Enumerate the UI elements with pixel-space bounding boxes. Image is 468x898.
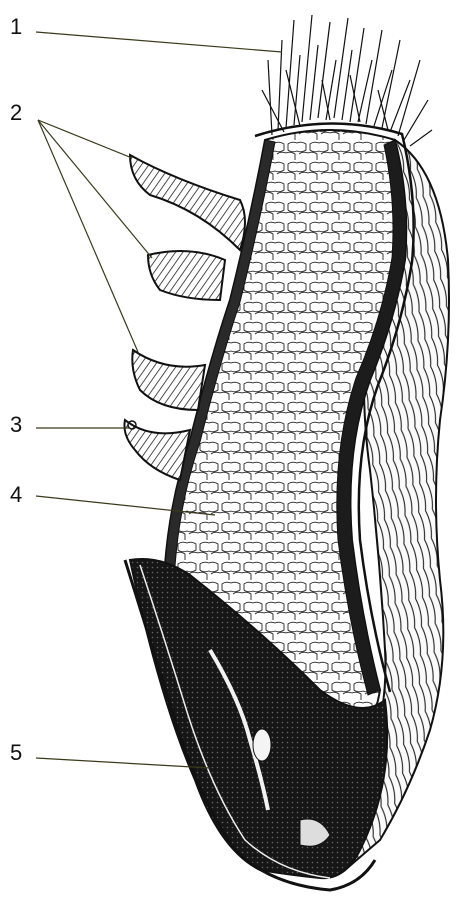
leader-line-2b bbox=[38, 120, 152, 258]
bract-top bbox=[130, 155, 245, 250]
leader-line-5 bbox=[36, 758, 210, 768]
label-4: 4 bbox=[10, 482, 22, 508]
label-2: 2 bbox=[10, 100, 22, 126]
bract-middle bbox=[148, 251, 225, 300]
label-5: 5 bbox=[10, 740, 22, 766]
embryo-bud bbox=[253, 729, 271, 761]
label-1: 1 bbox=[10, 14, 22, 40]
label-3: 3 bbox=[10, 412, 22, 438]
bract-lower bbox=[132, 350, 205, 410]
hair-tuft bbox=[262, 15, 432, 146]
leader-line-1 bbox=[36, 32, 282, 52]
